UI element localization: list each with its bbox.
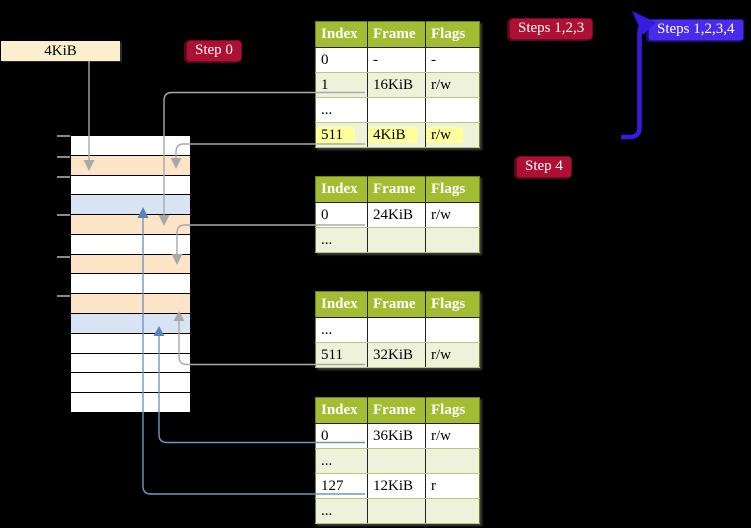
frame-header: Frame [367, 291, 426, 318]
index-cell: 0 [315, 47, 368, 73]
frame-cell [367, 498, 426, 524]
memory-frame-data [71, 195, 190, 216]
page-table-4: Index Frame Flags 0 36KiB r/w ... 127 12… [315, 397, 480, 524]
index-header: Index [315, 21, 368, 48]
step-0-badge: Step 0 [186, 40, 242, 62]
flags-cell: r/w [425, 423, 480, 449]
flags-cell: - [425, 47, 480, 73]
frame-cell [367, 97, 426, 123]
memory-frame-free [71, 333, 190, 354]
index-cell: 1 [315, 72, 368, 98]
frame-tick [57, 295, 70, 297]
memory-frame-free [71, 373, 190, 394]
table-row: 0 - - [315, 47, 480, 73]
frame-cell: 24KiB [367, 202, 426, 228]
flags-cell [425, 317, 480, 343]
table-row: ... [315, 97, 480, 123]
frame-cell: 16KiB [367, 72, 426, 98]
flags-cell: r/w [425, 342, 480, 368]
frame-tick [57, 135, 70, 137]
frame-cell [367, 227, 426, 253]
memory-frame-free [71, 274, 190, 295]
flags-cell [425, 448, 480, 474]
frame-cell: 36KiB [367, 423, 426, 449]
flags-cell: r/w [425, 72, 480, 98]
index-header: Index [315, 176, 368, 203]
index-cell: 511 [315, 122, 368, 148]
index-cell: ... [315, 448, 368, 474]
table-row: ... [315, 448, 480, 474]
index-header: Index [315, 291, 368, 318]
step-4-badge: Step 4 [516, 156, 572, 178]
frame-cell: 12KiB [367, 473, 426, 499]
highlight: 511 [321, 126, 355, 143]
flags-cell [425, 97, 480, 123]
root-pointer-box: 4KiB [1, 41, 120, 61]
frame-cell [367, 448, 426, 474]
flags-cell: r [425, 473, 480, 499]
table-row: 0 36KiB r/w [315, 423, 480, 449]
frame-cell: 4KiB [367, 122, 426, 148]
table-row: ... [315, 317, 480, 343]
index-cell: ... [315, 97, 368, 123]
frame-header: Frame [367, 176, 426, 203]
flags-header: Flags [425, 21, 480, 48]
frame-cell: - [367, 47, 426, 73]
memory-frame-data [71, 314, 190, 334]
memory-frame-free [71, 136, 190, 156]
flags-cell [425, 227, 480, 253]
index-cell: 511 [315, 342, 368, 368]
frame-header: Frame [367, 397, 426, 424]
table-row: ... [315, 227, 480, 253]
memory-frame-free [71, 353, 190, 374]
frame-cell [367, 317, 426, 343]
table-row: 127 12KiB r [315, 473, 480, 499]
page-table-3: Index Frame Flags ... 511 32KiB r/w [315, 291, 480, 368]
table-row: 0 24KiB r/w [315, 202, 480, 228]
table-row: ... [315, 498, 480, 524]
flags-cell: r/w [425, 122, 480, 148]
index-cell: 0 [315, 202, 368, 228]
steps-123-badge: Steps 1,2,3 [509, 18, 594, 40]
frame-tick [57, 176, 70, 178]
memory-frame-page-table [71, 155, 190, 176]
memory-frame-free [71, 393, 190, 412]
memory-frame-free [71, 175, 190, 196]
index-cell: 127 [315, 473, 368, 499]
memory-frame-page-table [71, 215, 190, 235]
arrow-loop-to-index511-head [484, 131, 495, 143]
table-row: 511 32KiB r/w [315, 342, 480, 368]
flags-header: Flags [425, 176, 480, 203]
index-cell: ... [315, 498, 368, 524]
memory-frame-free [71, 234, 190, 255]
memory-frame-page-table [71, 294, 190, 315]
frame-tick [57, 214, 70, 216]
flags-cell: r/w [425, 202, 480, 228]
highlight: r/w [431, 126, 463, 143]
page-table-1: Index Frame Flags 0 - - 1 16KiB r/w ... … [315, 21, 480, 148]
highlight: 4KiB [373, 126, 418, 143]
memory-frame-page-table [71, 254, 190, 275]
flags-cell [425, 498, 480, 524]
index-cell: ... [315, 227, 368, 253]
frame-tick [57, 156, 70, 158]
frame-cell: 32KiB [367, 342, 426, 368]
flags-header: Flags [425, 291, 480, 318]
table-row: 1 16KiB r/w [315, 72, 480, 98]
memory-strip [70, 135, 191, 413]
table-row-highlighted: 511 4KiB r/w [315, 122, 480, 148]
index-header: Index [315, 397, 368, 424]
flags-header: Flags [425, 397, 480, 424]
arrow-recursive-loop [621, 19, 647, 140]
page-table-2: Index Frame Flags 0 24KiB r/w ... [315, 176, 480, 253]
frame-tick [57, 256, 70, 258]
frame-header: Frame [367, 21, 426, 48]
index-cell: 0 [315, 423, 368, 449]
index-cell: ... [315, 317, 368, 343]
steps-1234-badge: Steps 1,2,3,4 [648, 19, 744, 41]
